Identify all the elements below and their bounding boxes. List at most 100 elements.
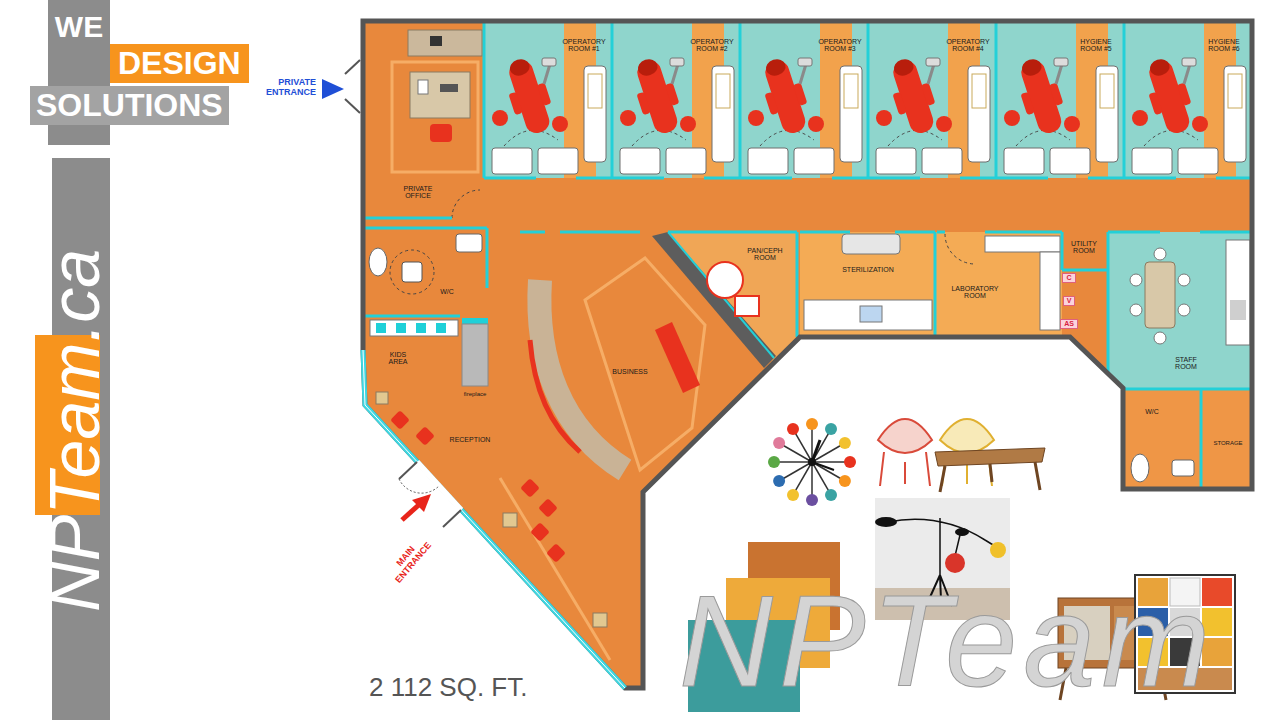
washroom-fixtures xyxy=(402,262,422,282)
washroom-fixtures xyxy=(369,248,387,276)
wall-clock xyxy=(806,494,818,506)
wall-clock xyxy=(787,423,799,435)
label-text: HYGIENE ROOM #6 xyxy=(1204,38,1244,53)
staff-furniture xyxy=(1230,300,1246,320)
counter xyxy=(1040,252,1060,330)
office-furniture xyxy=(440,84,458,92)
office-furniture xyxy=(430,36,442,46)
floor xyxy=(392,62,478,172)
logo-word: WE xyxy=(54,9,104,44)
floor xyxy=(1108,232,1252,388)
room-label: OPERATORY ROOM #1 xyxy=(559,37,609,54)
operatory-room xyxy=(1132,21,1246,178)
partition-wall xyxy=(1200,231,1252,234)
staff-furniture xyxy=(1145,262,1175,328)
equipment-tag: C xyxy=(1062,273,1075,283)
room-label: OPERATORY ROOM #2 xyxy=(687,37,737,54)
partition-wall xyxy=(1062,269,1108,272)
label-text: V xyxy=(1067,297,1072,305)
operatory-room xyxy=(1004,21,1118,178)
reception-seating xyxy=(390,410,410,430)
wire-chair xyxy=(880,452,930,486)
partition-wall xyxy=(560,231,640,234)
label-text: OPERATORY ROOM #4 xyxy=(944,38,992,53)
reception-seating xyxy=(376,392,388,404)
coffee-table xyxy=(940,462,1040,492)
partition-wall xyxy=(796,232,799,337)
partition-wall xyxy=(895,231,935,234)
office-furniture xyxy=(418,80,428,94)
partition-wall xyxy=(486,228,489,288)
kids-counter xyxy=(396,323,406,333)
office-furniture xyxy=(430,124,452,142)
label-text: AS xyxy=(1064,320,1074,328)
pan-ceph-unit xyxy=(735,296,759,316)
counter xyxy=(985,236,1060,252)
partition-wall xyxy=(1123,21,1126,178)
partition-wall xyxy=(800,231,850,234)
brand-name: NPTeam.ca xyxy=(37,247,116,612)
wall-clock xyxy=(806,418,818,430)
wall-clock xyxy=(825,489,837,501)
mobile-sculpture xyxy=(990,542,1006,558)
kids-counter xyxy=(370,320,458,336)
staff-furniture xyxy=(1130,304,1142,316)
label-text: SOLUTIONS xyxy=(36,88,223,123)
glass-wall xyxy=(363,350,625,688)
partition-wall xyxy=(1123,388,1252,391)
partition-wall xyxy=(611,21,614,178)
wall-clock xyxy=(768,456,780,468)
partition-wall xyxy=(1061,232,1064,270)
floor xyxy=(800,232,1062,337)
label-text: OPERATORY ROOM #1 xyxy=(560,38,608,53)
partition-wall xyxy=(1108,231,1160,234)
office-furniture xyxy=(410,72,470,118)
reception-seating xyxy=(503,513,517,527)
floor xyxy=(484,21,1252,178)
room-label: LABORATORY ROOM xyxy=(946,284,1004,301)
kids-counter xyxy=(436,323,446,333)
coffee-table xyxy=(935,448,1045,492)
partition-wall xyxy=(363,227,487,230)
wire-chair xyxy=(940,419,994,453)
staff-furniture xyxy=(1154,332,1166,344)
equipment-tag: AS xyxy=(1060,319,1078,329)
staff-furniture xyxy=(1178,274,1190,286)
mobile-sculpture xyxy=(945,553,965,573)
room-label: PAN/CEPH ROOM xyxy=(743,246,787,263)
partition-wall xyxy=(1107,232,1110,373)
office-furniture xyxy=(452,190,480,218)
logo-box: SOLUTIONS xyxy=(30,86,229,125)
counter xyxy=(804,234,1060,330)
staff-furniture xyxy=(1130,274,1142,286)
staff-furniture xyxy=(1130,240,1250,482)
room-label: HYGIENE ROOM #6 xyxy=(1203,37,1245,54)
counter xyxy=(860,306,882,322)
label-text: STAFF ROOM xyxy=(1171,356,1201,371)
label-text: PAN/CEPH ROOM xyxy=(744,247,786,262)
staff-furniture xyxy=(1131,454,1149,482)
reception-seating xyxy=(520,478,540,498)
label-text: STORAGE xyxy=(1213,440,1242,447)
logo-box: DESIGN xyxy=(110,44,249,83)
room-label: UTILITY ROOM xyxy=(1067,239,1101,256)
label-text: UTILITY ROOM xyxy=(1068,240,1100,255)
counter xyxy=(945,234,975,264)
room-label: W/C xyxy=(1144,407,1160,416)
business-counter xyxy=(530,340,580,452)
label-text: BUSINESS xyxy=(612,368,647,375)
room-label: STORAGE xyxy=(1212,439,1243,448)
entrance-label: PRIVATE ENTRANCE xyxy=(259,77,317,99)
office-furniture xyxy=(408,30,482,56)
label-text: fireplace xyxy=(464,391,487,398)
wall-clock xyxy=(773,437,785,449)
mobile-sculpture xyxy=(888,518,998,575)
entrance-label: MAIN ENTRANCE xyxy=(383,531,437,589)
coffee-table xyxy=(935,448,1045,466)
room-label: RECEPTION xyxy=(449,435,492,444)
kids-counter xyxy=(376,323,386,333)
private-door xyxy=(345,58,360,115)
reception-seating xyxy=(593,613,607,627)
room-label: fireplace xyxy=(463,390,488,399)
